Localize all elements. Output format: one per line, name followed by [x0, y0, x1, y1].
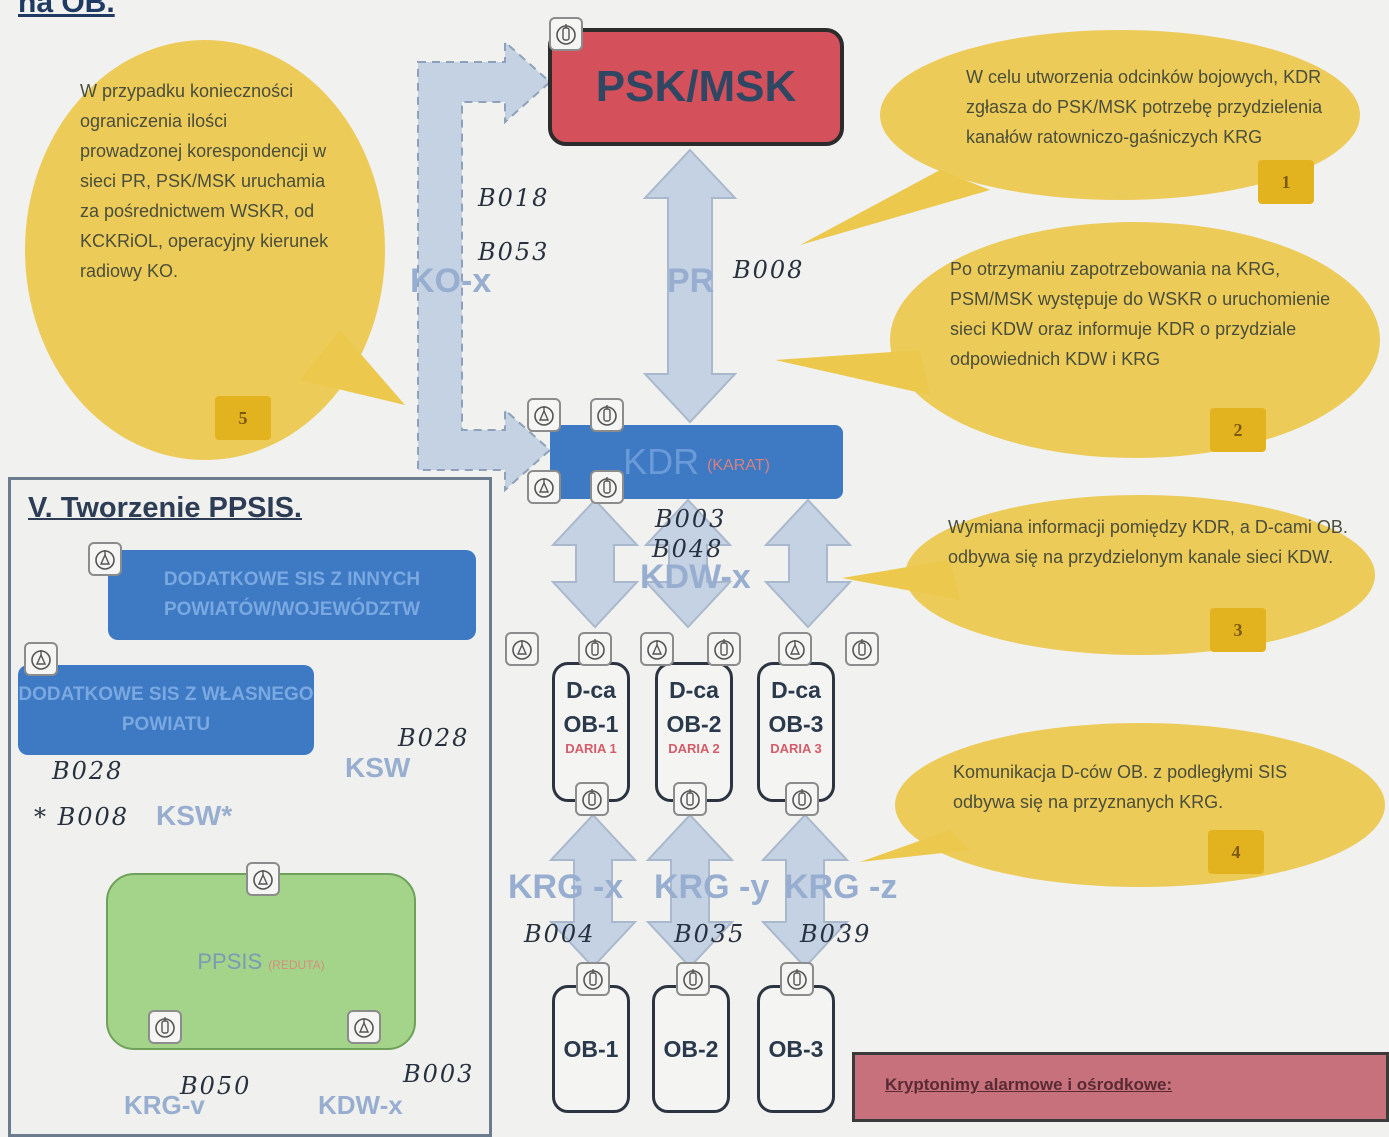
- note-b004: B004: [524, 920, 596, 948]
- badge-1: 1: [1258, 160, 1314, 204]
- radio-portable-icon: [88, 542, 122, 576]
- ppsis-box: PPSIS (REDUTA): [106, 873, 416, 1050]
- channel-krg-z: KRG -z: [784, 868, 898, 906]
- dca-ob3-box: D-ca OB-3 DARIA 3: [757, 662, 835, 802]
- dca-ob2-daria: DARIA 2: [668, 741, 720, 756]
- box-other-sis: DODATKOWE SIS Z INNYCH POWIATÓW/WOJEWÓDZ…: [108, 550, 476, 640]
- dca-ob1-box: D-ca OB-1 DARIA 1: [552, 662, 630, 802]
- ob2-box: OB-2: [652, 985, 730, 1113]
- dca-ob3-line1: D-ca: [771, 677, 821, 703]
- radio-base-icon: [676, 962, 710, 996]
- radio-base-icon: [785, 782, 819, 816]
- radio-base-icon: [578, 632, 612, 666]
- radio-base-icon: [673, 782, 707, 816]
- channel-krg-x: KRG -x: [508, 868, 624, 906]
- channel-ko-x: KO-x: [410, 262, 492, 300]
- note-b050: B050: [180, 1072, 252, 1100]
- panel-title: V. Tworzenie PPSIS.: [28, 492, 302, 524]
- callout-bubble-1: [800, 30, 1360, 245]
- dca-ob2-line1: D-ca: [669, 677, 719, 703]
- radio-portable-icon: [640, 632, 674, 666]
- box-own-sis: DODATKOWE SIS Z WŁASNEGO POWIATU: [18, 665, 314, 755]
- callout-bubble-5: [25, 40, 405, 460]
- ko-dashed-route: [417, 39, 552, 493]
- dca-ob3-line2: OB-3: [768, 711, 824, 737]
- radio-base-icon: [575, 782, 609, 816]
- dca-ob2-box: D-ca OB-2 DARIA 2: [655, 662, 733, 802]
- radio-base-icon: [148, 1010, 182, 1044]
- channel-pr: PR: [667, 262, 715, 300]
- radio-portable-icon: [778, 632, 812, 666]
- dca-ob1-line2: OB-1: [563, 711, 619, 737]
- channel-ksw-star: KSW*: [156, 800, 233, 831]
- kdw-double-arrows: [550, 498, 853, 629]
- note-b008-star: * B008: [34, 803, 130, 831]
- channel-kdw-x: KDW-x: [640, 558, 751, 596]
- radio-base-icon: [590, 398, 624, 432]
- callout-bubble-2: [775, 222, 1380, 458]
- note-b028-left: B028: [52, 757, 124, 785]
- badge-3: 3: [1210, 608, 1266, 652]
- note-b003: B003: [655, 505, 727, 533]
- radio-portable-icon: [505, 632, 539, 666]
- note-b008: B008: [733, 256, 805, 284]
- note-b003-bottom: B003: [403, 1060, 475, 1088]
- ob1-box: OB-1: [552, 985, 630, 1113]
- radio-portable-icon: [246, 862, 280, 896]
- dca-ob2-line2: OB-2: [666, 711, 722, 737]
- page-heading: na OB.: [18, 0, 115, 19]
- legend-box: Kryptonimy alarmowe i ośrodkowe:: [852, 1052, 1389, 1122]
- radio-base-icon: [549, 17, 583, 51]
- badge-2: 2: [1210, 408, 1266, 452]
- radio-portable-icon: [527, 398, 561, 432]
- radio-base-icon: [845, 632, 879, 666]
- channel-kdw-x-bottom: KDW-x: [318, 1090, 403, 1120]
- dca-ob1-line1: D-ca: [566, 677, 616, 703]
- dca-ob1-daria: DARIA 1: [565, 741, 617, 756]
- radio-portable-icon: [527, 470, 561, 504]
- psk-msk-box: PSK/MSK: [548, 28, 844, 146]
- note-b039: B039: [800, 920, 872, 948]
- callout-2-text: Po otrzymaniu zapotrzebowania na KRG, PS…: [950, 259, 1331, 369]
- krg-double-arrows: [548, 813, 850, 969]
- kdr-label: KDR: [623, 441, 700, 482]
- radio-base-icon: [707, 632, 741, 666]
- radio-base-icon: [590, 470, 624, 504]
- callout-1-text: W celu utworzenia odcinków bojowych, KDR…: [966, 67, 1323, 147]
- callout-5-text: W przypadku konieczności ograniczenia il…: [80, 81, 329, 281]
- ob3-box: OB-3: [757, 985, 835, 1113]
- ppsis-label: PPSIS: [197, 948, 263, 974]
- radio-base-icon: [576, 962, 610, 996]
- kdr-sub: (KARAT): [707, 457, 770, 474]
- dca-ob3-daria: DARIA 3: [770, 741, 822, 756]
- ppsis-sub: (REDUTA): [268, 957, 325, 972]
- pr-double-arrow: [642, 148, 738, 424]
- radio-base-icon: [780, 962, 814, 996]
- callout-4-text: Komunikacja D-ców OB. z podległymi SIS o…: [953, 762, 1288, 812]
- note-b028-right: B028: [398, 724, 470, 752]
- radio-portable-icon: [24, 642, 58, 676]
- badge-4: 4: [1208, 830, 1264, 874]
- channel-krg-y: KRG -y: [654, 868, 770, 906]
- badge-5: 5: [215, 396, 271, 440]
- note-b018: B018: [478, 184, 550, 212]
- channel-ksw: KSW: [345, 752, 411, 783]
- callout-3-text: Wymiana informacji pomiędzy KDR, a D-cam…: [948, 517, 1348, 567]
- radio-portable-icon: [347, 1010, 381, 1044]
- note-b035: B035: [674, 920, 746, 948]
- note-b053: B053: [478, 238, 550, 266]
- note-b048: B048: [652, 535, 724, 563]
